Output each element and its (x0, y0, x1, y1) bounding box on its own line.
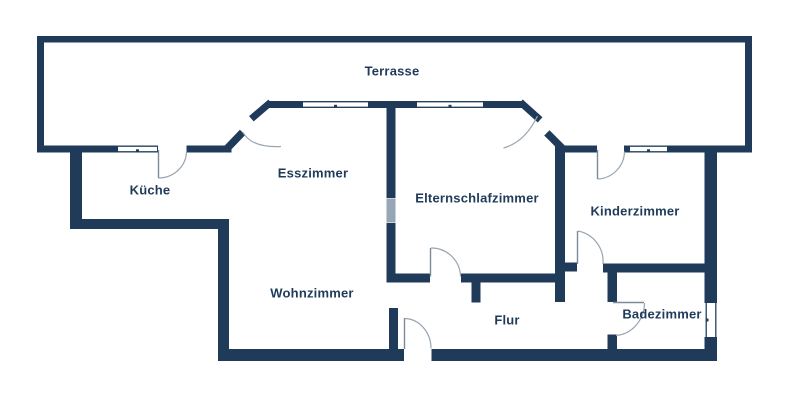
window-mullion (136, 149, 139, 153)
wall (218, 349, 404, 361)
wall (386, 223, 396, 283)
window-mullion (705, 318, 709, 322)
wall (389, 308, 398, 349)
wall (562, 145, 597, 153)
window (630, 145, 667, 153)
door-swing-arc (242, 132, 282, 148)
wall (704, 337, 717, 349)
window (417, 101, 483, 108)
wall (386, 101, 396, 198)
room-label-esszimmer: Esszimmer (277, 165, 349, 181)
wall (70, 146, 82, 229)
wall (607, 334, 617, 349)
door-swing-arc (577, 230, 604, 265)
wall (37, 42, 44, 152)
room-label-flur: Flur (494, 312, 520, 328)
window-mullion (448, 104, 452, 108)
door-swing-arc (503, 115, 539, 149)
wall (483, 101, 524, 108)
room-label-wohnzimmer: Wohnzimmer (270, 285, 354, 301)
wall (218, 219, 229, 361)
door-swing-arc (597, 151, 626, 180)
door-swing-arc (404, 317, 432, 349)
wall-diagonal (249, 99, 273, 122)
wall (603, 263, 716, 273)
door-swing-arc (430, 247, 462, 277)
room-label-badezimmer: Badezimmer (622, 306, 702, 322)
wall (607, 272, 617, 302)
wall-diagonal (518, 99, 543, 123)
wall-diagonal (544, 130, 567, 153)
room-label-kueche: Küche (129, 182, 171, 198)
wall (395, 273, 430, 283)
wall (431, 349, 717, 361)
wall (267, 101, 303, 108)
wall (37, 36, 752, 43)
window (303, 101, 368, 108)
door-swing-arc (158, 150, 188, 179)
wall (471, 282, 481, 303)
interior-window (386, 198, 396, 223)
window (118, 145, 157, 153)
wall (704, 146, 717, 303)
wall (624, 145, 630, 153)
window-mullion (647, 149, 650, 153)
door-swing-arc (615, 302, 646, 337)
room-label-terrasse: Terrasse (364, 63, 420, 79)
room-label-elternschlafzimmer: Elternschlafzimmer (415, 190, 539, 206)
wall-diagonal (223, 129, 246, 153)
wall (555, 146, 565, 302)
wall (745, 42, 752, 152)
window-mullion (334, 104, 337, 108)
wall (70, 219, 229, 229)
window (705, 303, 717, 337)
wall (461, 273, 560, 283)
wall (186, 145, 232, 153)
room-label-kinderzimmer: Kinderzimmer (590, 203, 680, 219)
wall (565, 262, 577, 272)
